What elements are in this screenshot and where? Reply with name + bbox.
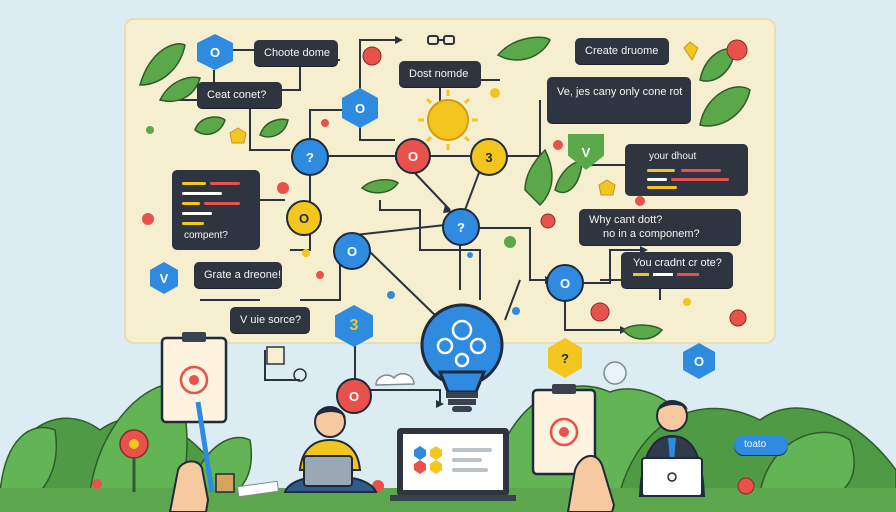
person-icon	[638, 400, 706, 497]
node-blue-o-1: O	[333, 232, 371, 270]
your-dout-text: your dhout	[649, 151, 697, 162]
label-dest-nomde: Dost nomde	[399, 61, 481, 87]
label-grate-drome: Grate a dreone!	[194, 262, 282, 288]
label-vue-sorce: V uie sorce?	[230, 307, 310, 333]
node-yellow-3: 3	[470, 138, 508, 176]
node-blue-question-1: ?	[291, 138, 329, 176]
node-yellow-o: O	[286, 200, 322, 236]
label-choose-dome: Choote dome	[254, 40, 338, 66]
you-cradnt-text: You cradnt cr ote?	[633, 257, 722, 269]
label-why-cant: Why cant dott? no in a componem?	[579, 209, 741, 245]
clipboard-icon	[160, 332, 228, 424]
hand-icon	[566, 455, 616, 512]
pencil-icon	[195, 401, 215, 493]
code-block-left: compent?	[172, 170, 260, 250]
code-block-right: your dhout	[625, 144, 748, 196]
label-ceat-conet: Ceat conet?	[197, 82, 282, 108]
leaf-icon	[139, 36, 751, 340]
hex-node-top-left: O	[197, 34, 233, 70]
toato-button[interactable]: toato	[734, 435, 788, 455]
why-cant-line-1: Why cant dott?	[589, 214, 663, 226]
node-blue-o-2: O	[546, 264, 584, 302]
cloud-icon	[375, 373, 415, 386]
code-component-text: compent?	[184, 230, 228, 241]
node-red-o-2: O	[336, 378, 372, 414]
glasses-icon	[427, 35, 455, 45]
flower-icon	[92, 429, 755, 495]
label-you-cradnt: You cradnt cr ote?	[621, 252, 733, 288]
hand-icon	[168, 460, 210, 512]
node-blue-question-2: ?	[442, 208, 480, 246]
laptop-icon	[390, 428, 516, 501]
star-icon	[229, 41, 699, 196]
hex-node-v-left: V	[150, 262, 178, 294]
clipboard-icon	[531, 384, 597, 476]
hex-node-3: 3	[335, 305, 373, 347]
hex-node-question: ?	[548, 338, 582, 378]
person-icon	[283, 406, 378, 493]
label-create-drome: Create druome	[575, 38, 669, 64]
node-red-o-1: O	[395, 138, 431, 174]
lightbulb-gears-icon	[420, 303, 504, 412]
why-cant-line-2: no in a componem?	[603, 228, 700, 240]
sun-icon	[418, 90, 478, 150]
flower-icon	[362, 39, 748, 327]
label-vue-only: Ve, jes cany only cone rot	[547, 77, 691, 123]
